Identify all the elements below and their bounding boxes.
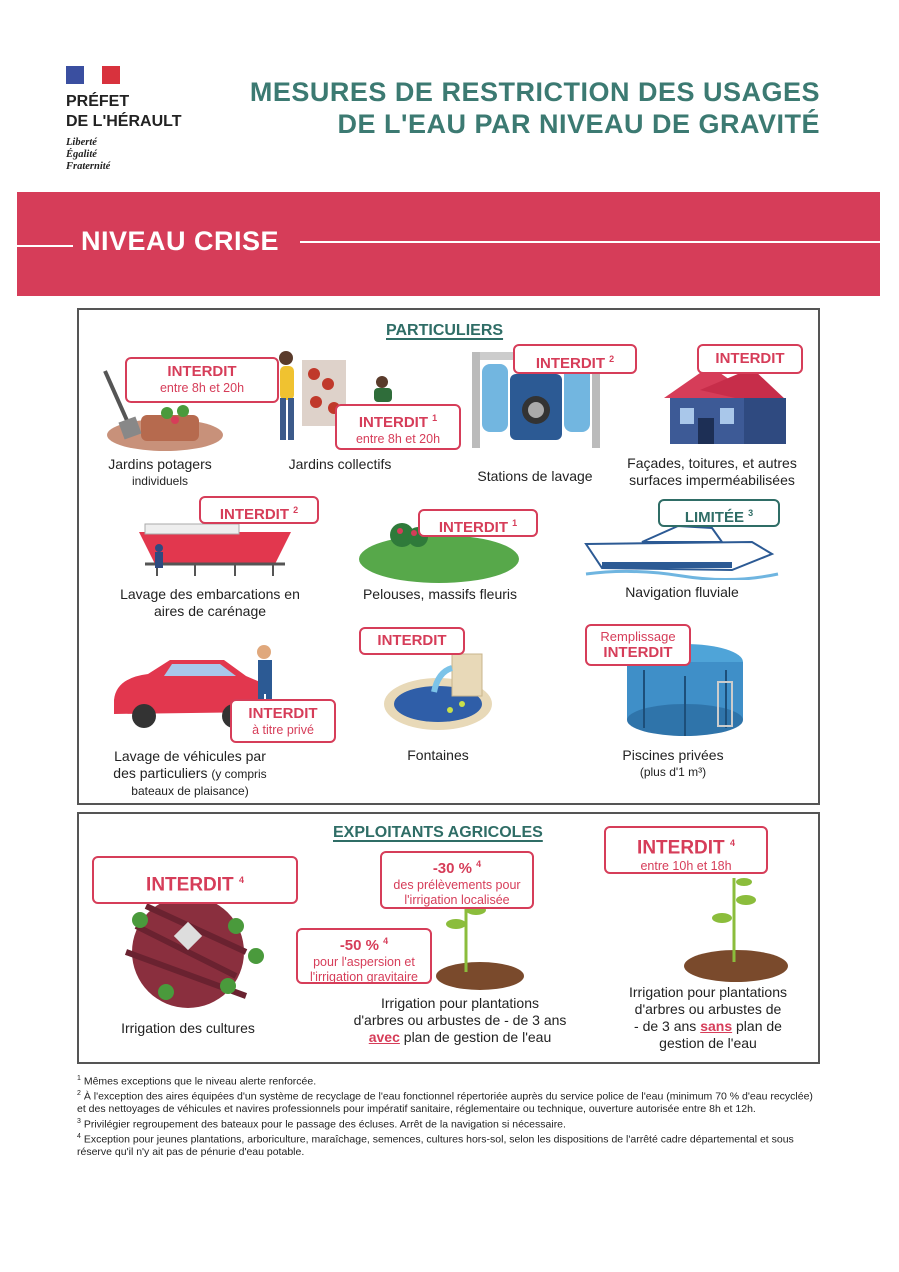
facades-label: Façades, toitures, et autres surfaces im… <box>627 455 797 488</box>
house-icon <box>664 366 786 444</box>
jardins-potagers-label: Jardins potagers individuels <box>108 456 212 488</box>
avec-plan-label: Irrigation pour plantations d'arbres ou … <box>353 995 567 1045</box>
piscines-badge: Remplissage INTERDIT <box>585 624 691 666</box>
stations-lavage-badge: INTERDIT 2 <box>513 344 637 374</box>
jardins-collectifs-badge: INTERDIT 1 entre 8h et 20h <box>335 404 461 450</box>
jardins-collectifs-label: Jardins collectifs <box>288 456 392 472</box>
footnotes: 1 Mêmes exceptions que le niveau alerte … <box>77 1073 819 1158</box>
facades-badge: INTERDIT <box>697 344 803 374</box>
marianne-logo <box>66 66 120 84</box>
footnote-1: 1 Mêmes exceptions que le niveau alerte … <box>77 1075 317 1088</box>
footnote-2: 2 À l'exception des aires équipées d'un … <box>77 1090 813 1115</box>
cultures-label: Irrigation des cultures <box>121 1020 255 1036</box>
particuliers-title: PARTICULIERS <box>386 322 504 339</box>
banner-rule-left <box>17 245 73 247</box>
navigation-badge: LIMITÉE 3 <box>658 499 780 527</box>
org-line-1: PRÉFET <box>66 93 130 110</box>
banner-rule-right <box>300 241 880 243</box>
footnote-4: 4 Exception pour jeunes plantations, arb… <box>77 1132 794 1158</box>
sans-plan-badge: INTERDIT 4 entre 10h et 18h <box>604 826 768 874</box>
vehicules-label: Lavage de véhicules par des particuliers… <box>113 748 267 798</box>
stations-lavage-label: Stations de lavage <box>477 468 593 484</box>
republic-motto: Liberté Égalité Fraternité <box>66 137 111 172</box>
agricoles-title: EXPLOITANTS AGRICOLES <box>333 824 543 841</box>
avec-plan-badge-50: -50 % 4 pour l'aspersion et l'irrigation… <box>296 928 432 984</box>
crop-irrigation-icon <box>124 896 264 1008</box>
fontaines-label: Fontaines <box>407 747 469 763</box>
piscines-label: Piscines privées (plus d'1 m³) <box>622 747 724 779</box>
footnote-3: 3 Privilégier regroupement des bateaux p… <box>77 1117 566 1131</box>
avec-plan-badge-30: -30 % 4 des prélèvements pour l'irrigati… <box>380 851 534 909</box>
navigation-label: Navigation fluviale <box>625 584 739 600</box>
sans-plan-label: Irrigation pour plantations d'arbres ou … <box>629 984 787 1051</box>
banner-title: NIVEAU CRISE <box>81 226 280 256</box>
garden-tools-icon <box>103 370 223 451</box>
vehicules-badge: INTERDIT à titre privé <box>230 699 336 743</box>
fountain-icon <box>384 653 492 730</box>
prefecture-name: PRÉFET DE L'HÉRAULT <box>66 92 182 132</box>
embarcations-label: Lavage des embarcations en aires de caré… <box>120 586 300 619</box>
crisis-banner <box>17 192 880 296</box>
pelouses-badge: INTERDIT 1 <box>418 509 538 537</box>
page-title: MESURES DE RESTRICTION DES USAGES DE L'E… <box>249 77 820 139</box>
boat-careening-icon <box>139 523 291 576</box>
lawn-icon <box>359 523 519 583</box>
embarcations-badge: INTERDIT 2 <box>199 496 319 524</box>
fontaines-badge: INTERDIT <box>359 627 465 655</box>
pelouses-label: Pelouses, massifs fleuris <box>362 586 518 602</box>
motorboat-icon <box>584 524 779 580</box>
cultures-badge: INTERDIT 4 <box>92 856 298 904</box>
org-line-2: DE L'HÉRAULT <box>66 113 182 130</box>
sapling-without-plan-icon <box>684 878 788 982</box>
jardins-potagers-badge: INTERDIT entre 8h et 20h <box>125 357 279 403</box>
